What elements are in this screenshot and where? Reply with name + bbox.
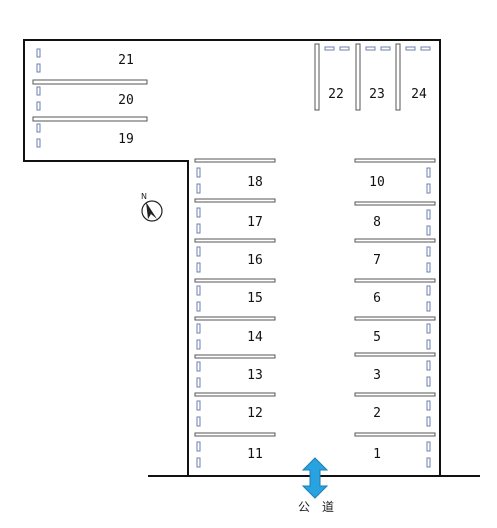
space-24: 24 — [411, 87, 427, 102]
space-5: 5 — [373, 330, 381, 345]
space-18: 18 — [247, 175, 263, 190]
lot-outline — [23, 39, 441, 475]
north-arrow-icon: N — [141, 192, 163, 222]
space-2: 2 — [373, 406, 381, 421]
space-23: 23 — [369, 87, 385, 102]
space-13: 13 — [247, 368, 263, 383]
space-20: 20 — [118, 93, 134, 108]
space-3: 3 — [373, 368, 381, 383]
space-6: 6 — [373, 291, 381, 306]
top-left-dividers — [32, 79, 148, 122]
space-12: 12 — [247, 406, 263, 421]
right-column-dividers — [354, 158, 436, 437]
public-road-label: 公 道 — [298, 500, 334, 514]
compass-label: N — [141, 192, 147, 201]
top-left-stoppers — [36, 48, 41, 148]
space-8: 8 — [373, 215, 381, 230]
left-column-stoppers — [196, 167, 201, 468]
space-16: 16 — [247, 253, 263, 268]
top-right-stoppers — [324, 46, 431, 51]
left-column-dividers — [194, 158, 276, 437]
entrance-double-arrow-icon — [301, 457, 329, 499]
space-14: 14 — [247, 330, 263, 345]
right-column-stoppers — [426, 167, 431, 468]
space-19: 19 — [118, 132, 134, 147]
space-numbers: 21 20 19 22 23 24 18 17 16 15 14 13 12 1… — [118, 53, 427, 462]
space-11: 11 — [247, 447, 263, 462]
space-1: 1 — [373, 447, 381, 462]
space-21: 21 — [118, 53, 134, 68]
space-15: 15 — [247, 291, 263, 306]
space-22: 22 — [328, 87, 344, 102]
top-right-dividers — [314, 43, 401, 111]
space-7: 7 — [373, 253, 381, 268]
space-10: 10 — [369, 175, 385, 190]
space-17: 17 — [247, 215, 263, 230]
